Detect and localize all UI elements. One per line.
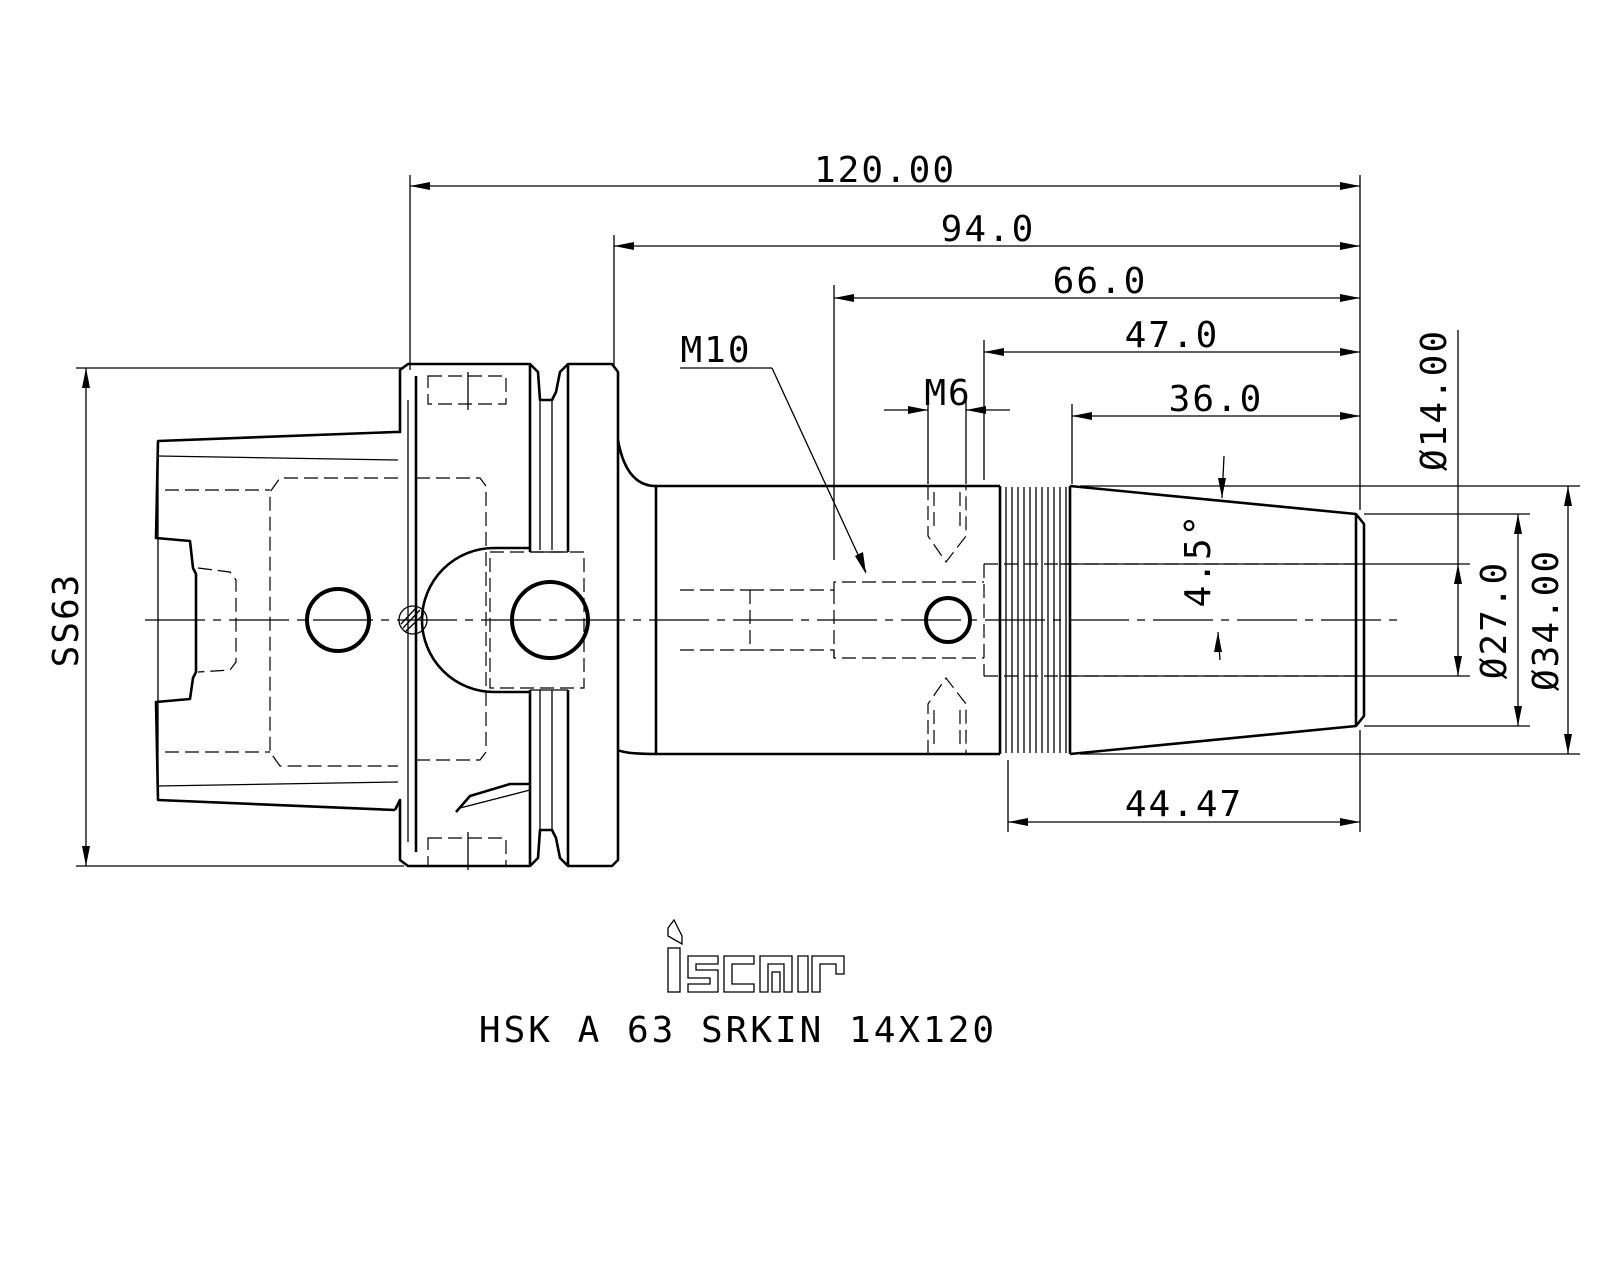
hsk-shank [154, 430, 428, 812]
dim-94: 94.0 [941, 209, 1036, 250]
dim-120: 120.00 [814, 150, 956, 191]
ss63-label: SS63 [46, 573, 87, 668]
dia-27-label: Ø27.0 [1474, 561, 1515, 679]
dim-47: 47.0 [1125, 315, 1220, 356]
dim-66: 66.0 [1053, 261, 1148, 302]
dim-36: 36.0 [1169, 379, 1264, 420]
dim-44-47: 44.47 [1125, 784, 1243, 825]
thread-m10-label: M10 [680, 330, 751, 371]
hatched-pin [398, 605, 428, 635]
tool-body [616, 439, 1366, 756]
angle-label: 4.5° [1178, 513, 1219, 608]
flange [393, 362, 620, 870]
part-number: HSK A 63 SRKIN 14X120 [479, 1010, 997, 1051]
dia-14-label: Ø14.00 [1414, 329, 1455, 471]
dia-34-label: Ø34.00 [1526, 549, 1567, 691]
thread-m6-label: M6 [924, 373, 971, 414]
dimension-lines [76, 175, 1580, 867]
iscar-logo [667, 918, 845, 993]
